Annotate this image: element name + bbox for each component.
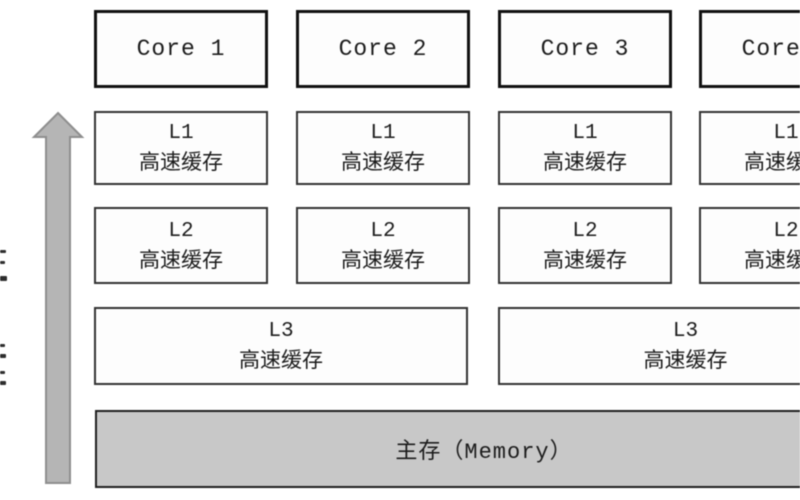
- l3-level-label: L3: [672, 320, 699, 343]
- l1-cache-box-core3: L1 高速缓存: [498, 111, 672, 185]
- main-memory-box: 主存（Memory）: [95, 410, 800, 488]
- l3-name-label: 高速缓存: [643, 349, 728, 372]
- l2-name-label: 高速缓存: [744, 248, 800, 272]
- l2-name-label: 高速缓存: [341, 248, 425, 272]
- clipped-character-fragment: [0, 250, 6, 253]
- clipped-character-fragment: [0, 371, 5, 374]
- l1-level-label: L1: [168, 122, 194, 145]
- l3-level-label: L3: [268, 320, 294, 343]
- l2-name-label: 高速缓存: [139, 248, 223, 272]
- l2-cache-box-core3: L2 高速缓存: [498, 207, 672, 284]
- clipped-character-fragment: [0, 344, 5, 347]
- main-memory-label: 主存（Memory）: [395, 440, 573, 465]
- l1-name-label: 高速缓存: [543, 151, 627, 174]
- core-4-label: Core 4: [741, 36, 800, 62]
- clipped-character-fragment: [0, 354, 6, 358]
- clipped-character-fragment: [0, 381, 6, 385]
- l3-cache-box-right: L3 高速缓存: [498, 307, 800, 385]
- l2-level-label: L2: [572, 219, 598, 243]
- clipped-character-fragment: [0, 276, 7, 281]
- l2-level-label: L2: [773, 219, 799, 243]
- core-1-box: Core 1: [94, 10, 268, 88]
- l1-name-label: 高速缓存: [744, 151, 800, 174]
- l1-cache-box-core2: L1 高速缓存: [296, 111, 470, 185]
- l2-cache-box-core2: L2 高速缓存: [296, 207, 470, 284]
- l2-cache-box-core1: L2 高速缓存: [94, 207, 268, 284]
- core-4-box: Core 4: [699, 10, 800, 88]
- core-1-label: Core 1: [136, 36, 226, 62]
- l1-cache-box-core4: L1 高速缓存: [699, 111, 800, 185]
- core-3-box: Core 3: [498, 10, 672, 88]
- l1-name-label: 高速缓存: [139, 151, 223, 174]
- l1-cache-box-core1: L1 高速缓存: [94, 111, 268, 185]
- l3-name-label: 高速缓存: [239, 349, 323, 372]
- l1-level-label: L1: [773, 122, 799, 145]
- l1-level-label: L1: [572, 122, 598, 145]
- l2-name-label: 高速缓存: [543, 248, 627, 272]
- l2-cache-box-core4: L2 高速缓存: [699, 207, 800, 284]
- up-arrow-icon: [30, 108, 86, 488]
- l3-cache-box-left: L3 高速缓存: [94, 307, 468, 385]
- l1-name-label: 高速缓存: [341, 151, 425, 174]
- core-2-label: Core 2: [338, 36, 428, 62]
- clipped-character-fragment: [0, 261, 5, 264]
- core-2-box: Core 2: [296, 10, 470, 88]
- l2-level-label: L2: [370, 219, 396, 243]
- l1-level-label: L1: [370, 122, 396, 145]
- l2-level-label: L2: [168, 219, 194, 243]
- core-3-label: Core 3: [540, 36, 630, 62]
